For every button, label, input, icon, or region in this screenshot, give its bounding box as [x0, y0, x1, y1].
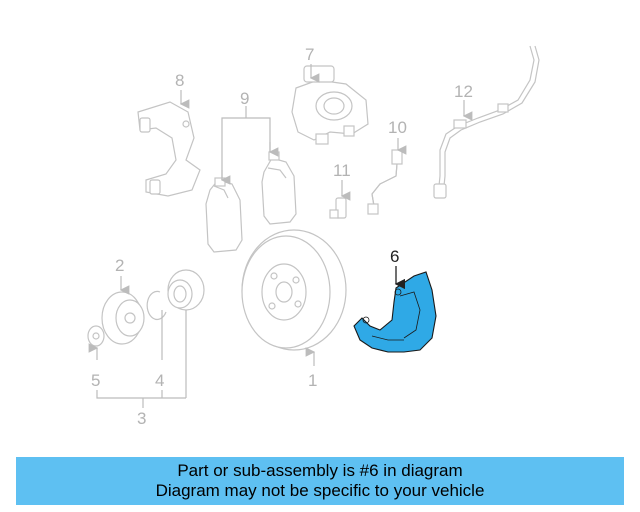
hub-nut-part [87, 325, 105, 347]
banner-part-text: Part or sub-assembly is #6 in diagram [177, 461, 463, 480]
wheel-hub-part [101, 291, 145, 345]
brake-disc-part [241, 229, 347, 351]
callout-3: 3 [137, 409, 146, 428]
banner-disclaimer-text: Diagram may not be specific to your vehi… [155, 481, 485, 500]
callout-12: 12 [454, 82, 473, 101]
callout-4: 4 [155, 371, 164, 390]
info-banner: Part or sub-assembly is #6 in diagram Di… [16, 457, 624, 505]
brake-hose-part [367, 149, 403, 215]
bleeder-screw-part [329, 197, 347, 219]
splash-shield-part [353, 271, 437, 353]
callout-10: 10 [388, 118, 407, 137]
caliper-bracket-part [137, 101, 201, 197]
callout-8: 8 [175, 71, 184, 90]
callout-1: 1 [308, 371, 317, 390]
callout-9: 9 [240, 89, 249, 108]
brake-caliper-part [291, 65, 369, 145]
callout-5: 5 [91, 371, 100, 390]
wear-sensor-part [433, 45, 540, 199]
wheel-bearing-part [146, 269, 205, 321]
callout-2: 2 [115, 256, 124, 275]
parts-diagram: 8 9 7 10 11 [87, 45, 540, 428]
callout-6: 6 [390, 247, 399, 266]
callout-7: 7 [305, 45, 314, 64]
callout-11: 11 [333, 161, 351, 180]
